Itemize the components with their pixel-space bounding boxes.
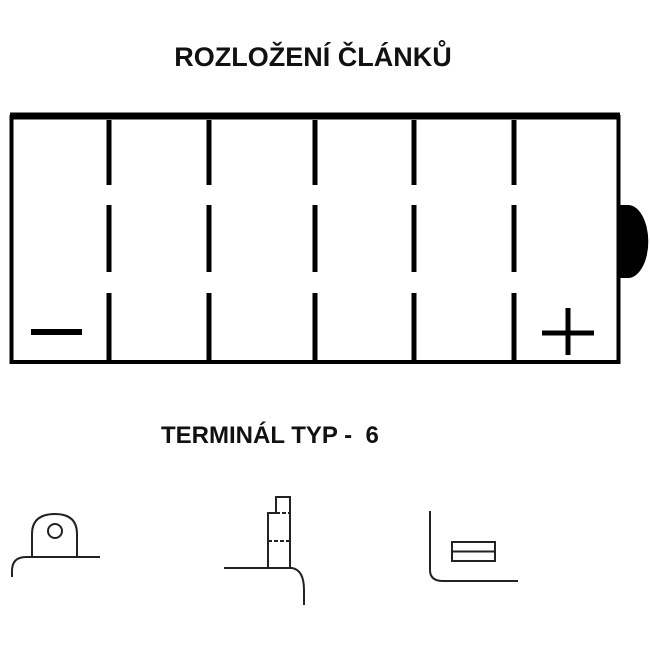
battery-outline (9, 112, 621, 364)
battery-vent-nub (620, 205, 649, 278)
terminal-post-icon (224, 496, 305, 605)
cell-dividers (106, 120, 517, 360)
cell-layout-title: ROZLOŽENÍ ČLÁNKŮ (174, 42, 452, 72)
terminal-bolt-tab-icon (11, 512, 100, 577)
terminal-flat-blade-icon (429, 511, 518, 582)
plus-icon (542, 308, 594, 355)
terminal-type-title: TERMINÁL TYP - 6 (161, 422, 379, 449)
